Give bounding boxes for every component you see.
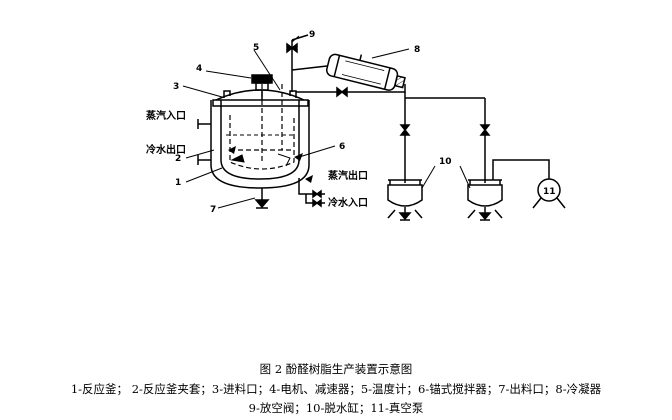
discharge-outlet	[254, 188, 270, 209]
reactor-vessel	[210, 89, 310, 189]
label-steam-outlet: 蒸汽出口	[328, 169, 368, 182]
figure-legend-line-1: 1-反应釜； 2-反应釜夹套；3-进料口；4-电机、减速器；5-温度计；6-锚式…	[70, 382, 602, 396]
label-3: 3	[173, 82, 179, 92]
label-2: 2	[175, 154, 181, 164]
label-4: 4	[196, 64, 202, 74]
figure-legend-line-2: 9-放空阀；10-脱水缸；11-真空泵	[248, 401, 424, 415]
dewatering-tank-b	[467, 179, 503, 221]
label-8: 8	[414, 45, 420, 55]
label-steam-inlet: 蒸汽入口	[146, 109, 186, 122]
cold-water-outlet-pipe	[197, 155, 211, 165]
label-7: 7	[210, 205, 216, 215]
steam-inlet-pipe	[197, 119, 211, 129]
vacuum-line	[492, 159, 550, 180]
leader-lines	[182, 35, 471, 209]
label-10: 10	[439, 157, 452, 167]
condenser	[325, 53, 406, 91]
motor-reducer	[251, 74, 273, 100]
label-6: 6	[339, 142, 345, 152]
label-cold-water-outlet: 冷水出口	[146, 143, 186, 156]
anchor-agitator	[229, 84, 295, 170]
label-5: 5	[253, 43, 259, 53]
dewatering-tank-a	[387, 179, 423, 221]
vacuum-pump	[532, 178, 566, 209]
process-diagram: 1 2 3 4 5 6 7 8 9 10 11 蒸汽入口 冷水出口 蒸汽出口 冷…	[146, 30, 566, 221]
distillate-line	[399, 92, 491, 183]
label-11: 11	[543, 187, 556, 197]
label-1: 1	[175, 178, 181, 188]
jacket-right-pipes	[298, 178, 325, 208]
label-9: 9	[309, 30, 315, 40]
vent-valve	[286, 34, 309, 70]
figure-caption-title: 图 2 酚醛树脂生产装置示意图	[259, 362, 413, 376]
vapor-line	[291, 65, 328, 92]
label-cold-water-inlet: 冷水入口	[328, 196, 368, 209]
